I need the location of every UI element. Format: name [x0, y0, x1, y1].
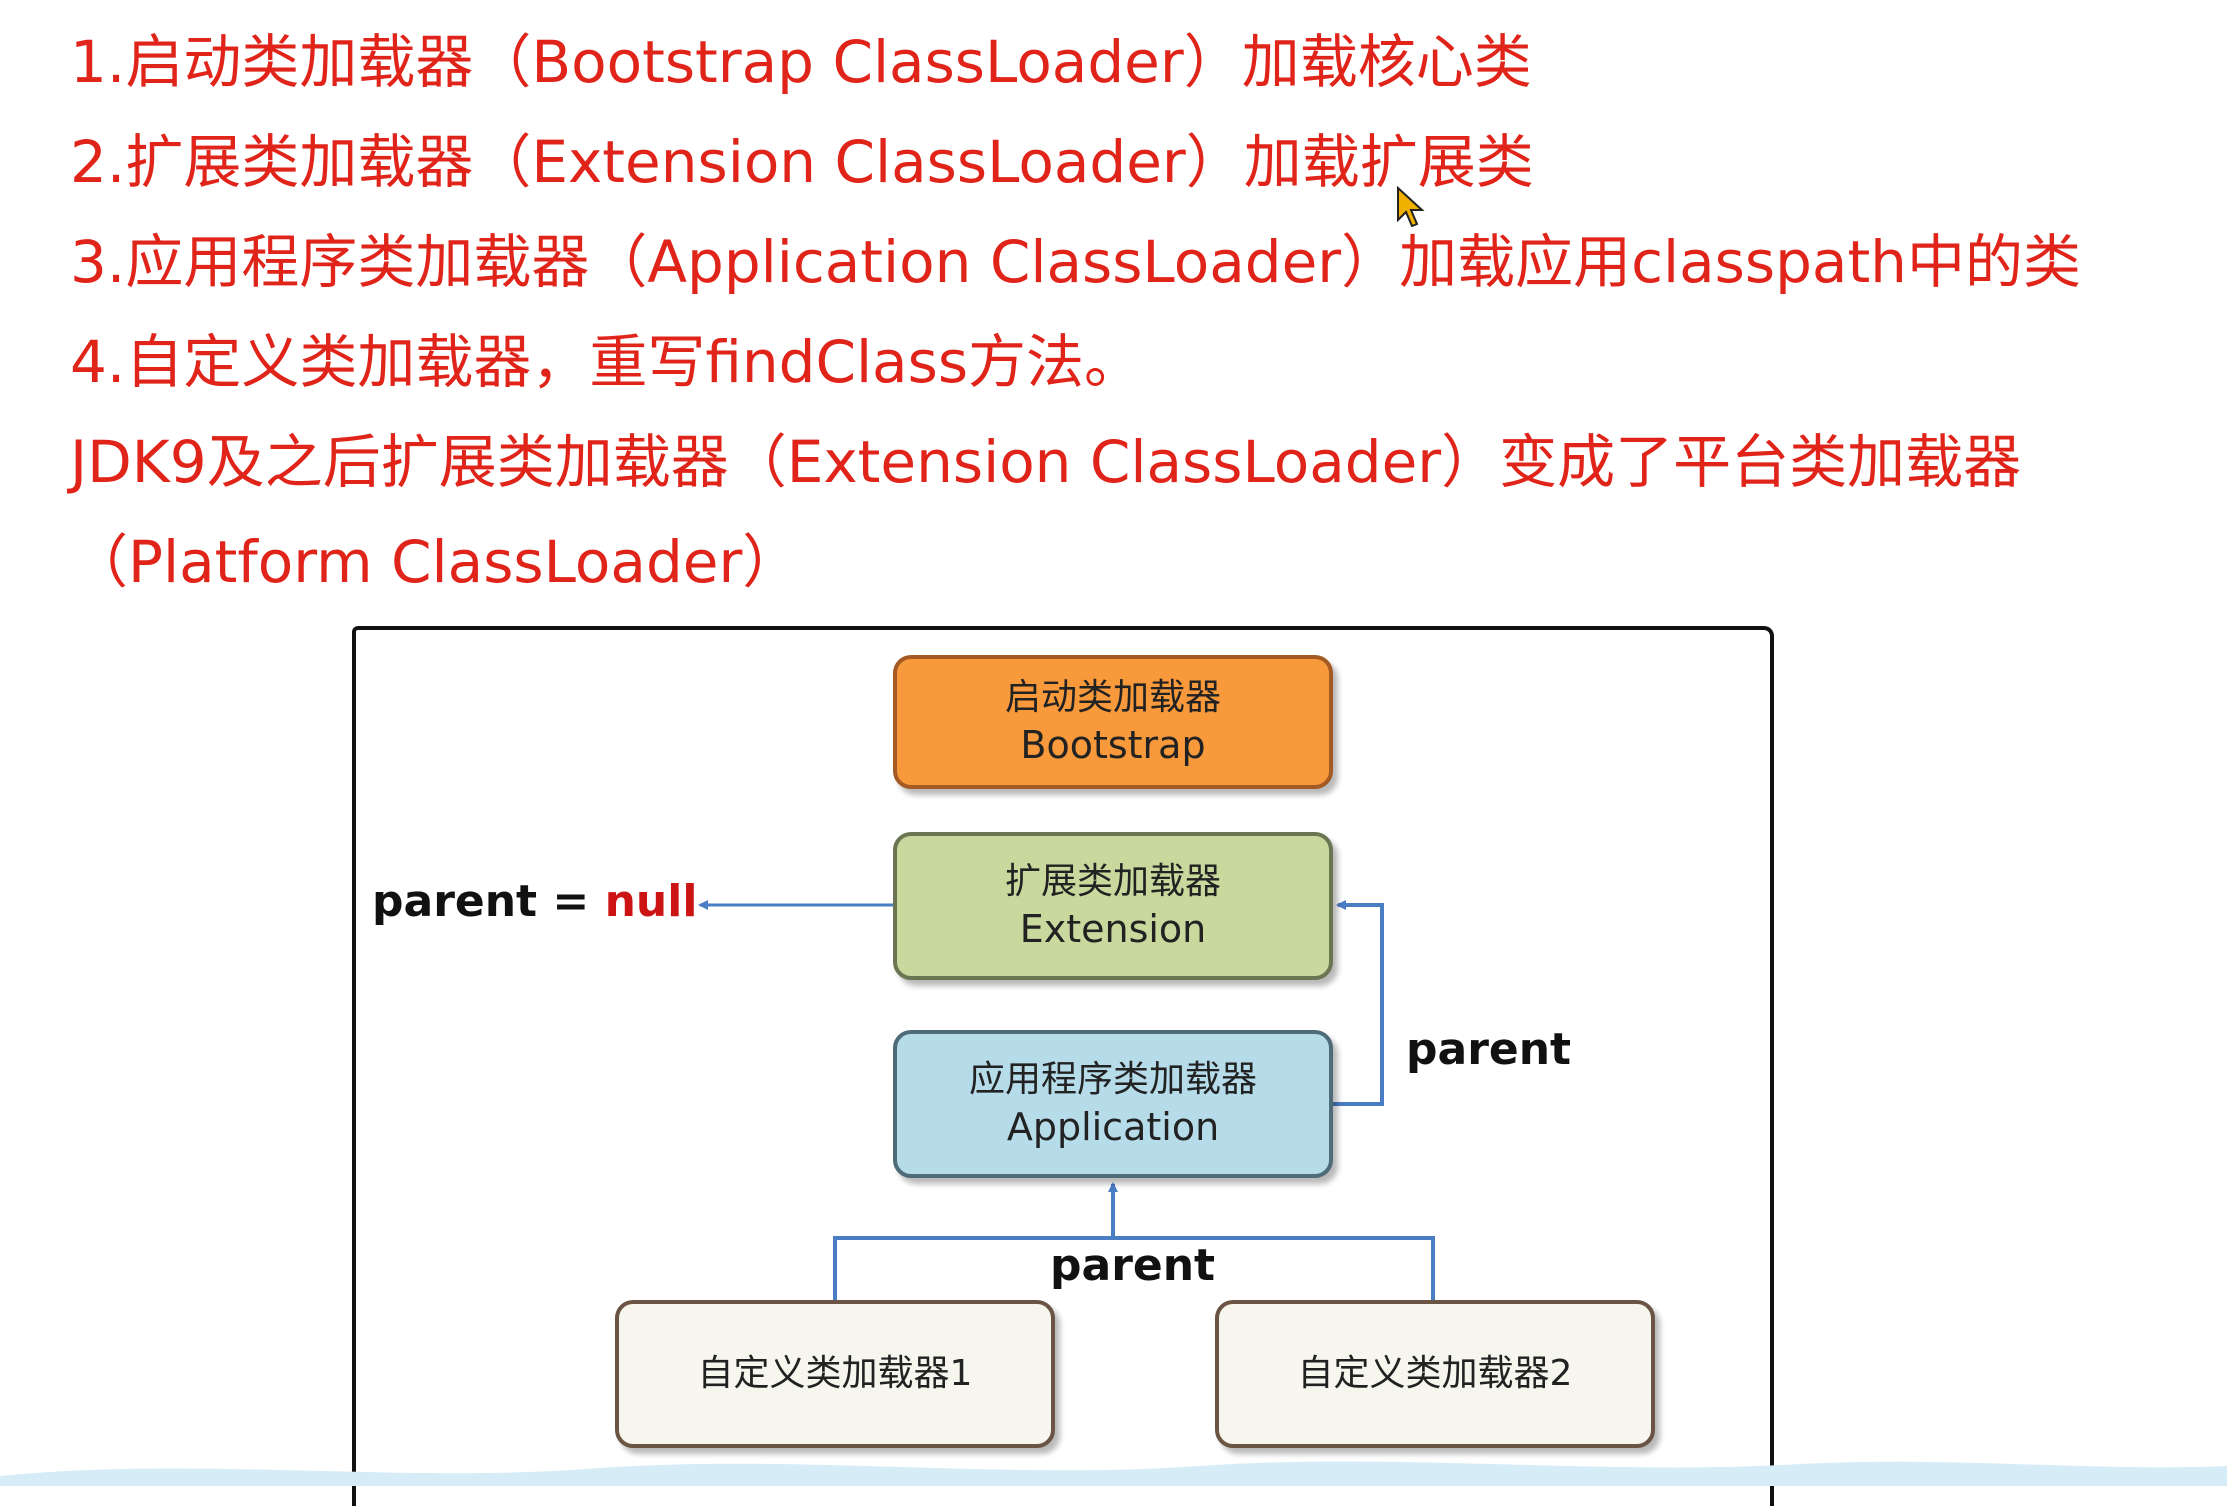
- line-extension: 2.扩展类加载器（Extension ClassLoader）加载扩展类: [70, 128, 1534, 196]
- extension-zh-label: 扩展类加载器: [1004, 861, 1221, 902]
- application-loader-box: 应用程序类加载器 Application: [893, 1030, 1333, 1178]
- line-jdk9-note: JDK9及之后扩展类加载器（Extension ClassLoader）变成了平…: [70, 428, 2022, 596]
- custom-loader-1-label: 自定义类加载器1: [697, 1353, 973, 1394]
- bootstrap-loader-box: 启动类加载器 Bootstrap: [893, 655, 1333, 789]
- parent-null-label: parent = null: [372, 876, 697, 927]
- parent-label-bottom: parent: [1050, 1240, 1216, 1291]
- null-value: null: [604, 876, 698, 927]
- line-custom: 4.自定义类加载器，重写findClass方法。: [70, 328, 1143, 396]
- custom-loader-2-label: 自定义类加载器2: [1297, 1353, 1573, 1394]
- custom-loader-2-box: 自定义类加载器2: [1215, 1300, 1655, 1448]
- extension-loader-box: 扩展类加载器 Extension: [893, 832, 1333, 980]
- bootstrap-en-label: Bootstrap: [1020, 723, 1206, 767]
- line-bootstrap: 1.启动类加载器（Bootstrap ClassLoader）加载核心类: [70, 28, 1532, 96]
- decorative-wave: [0, 1461, 2227, 1486]
- diagram-frame: [352, 626, 1774, 1506]
- custom-loader-1-box: 自定义类加载器1: [615, 1300, 1055, 1448]
- application-zh-label: 应用程序类加载器: [968, 1059, 1257, 1100]
- application-en-label: Application: [1006, 1105, 1220, 1149]
- parent-null-prefix: parent =: [372, 876, 605, 927]
- mouse-pointer-icon: [1397, 186, 1425, 228]
- loader-description-list: 1.启动类加载器（Bootstrap ClassLoader）加载核心类 2.扩…: [70, 12, 2210, 612]
- extension-en-label: Extension: [1019, 907, 1207, 951]
- bootstrap-zh-label: 启动类加载器: [1004, 677, 1221, 718]
- line-application: 3.应用程序类加载器（Application ClassLoader）加载应用c…: [70, 228, 2081, 296]
- parent-label-right: parent: [1406, 1024, 1572, 1075]
